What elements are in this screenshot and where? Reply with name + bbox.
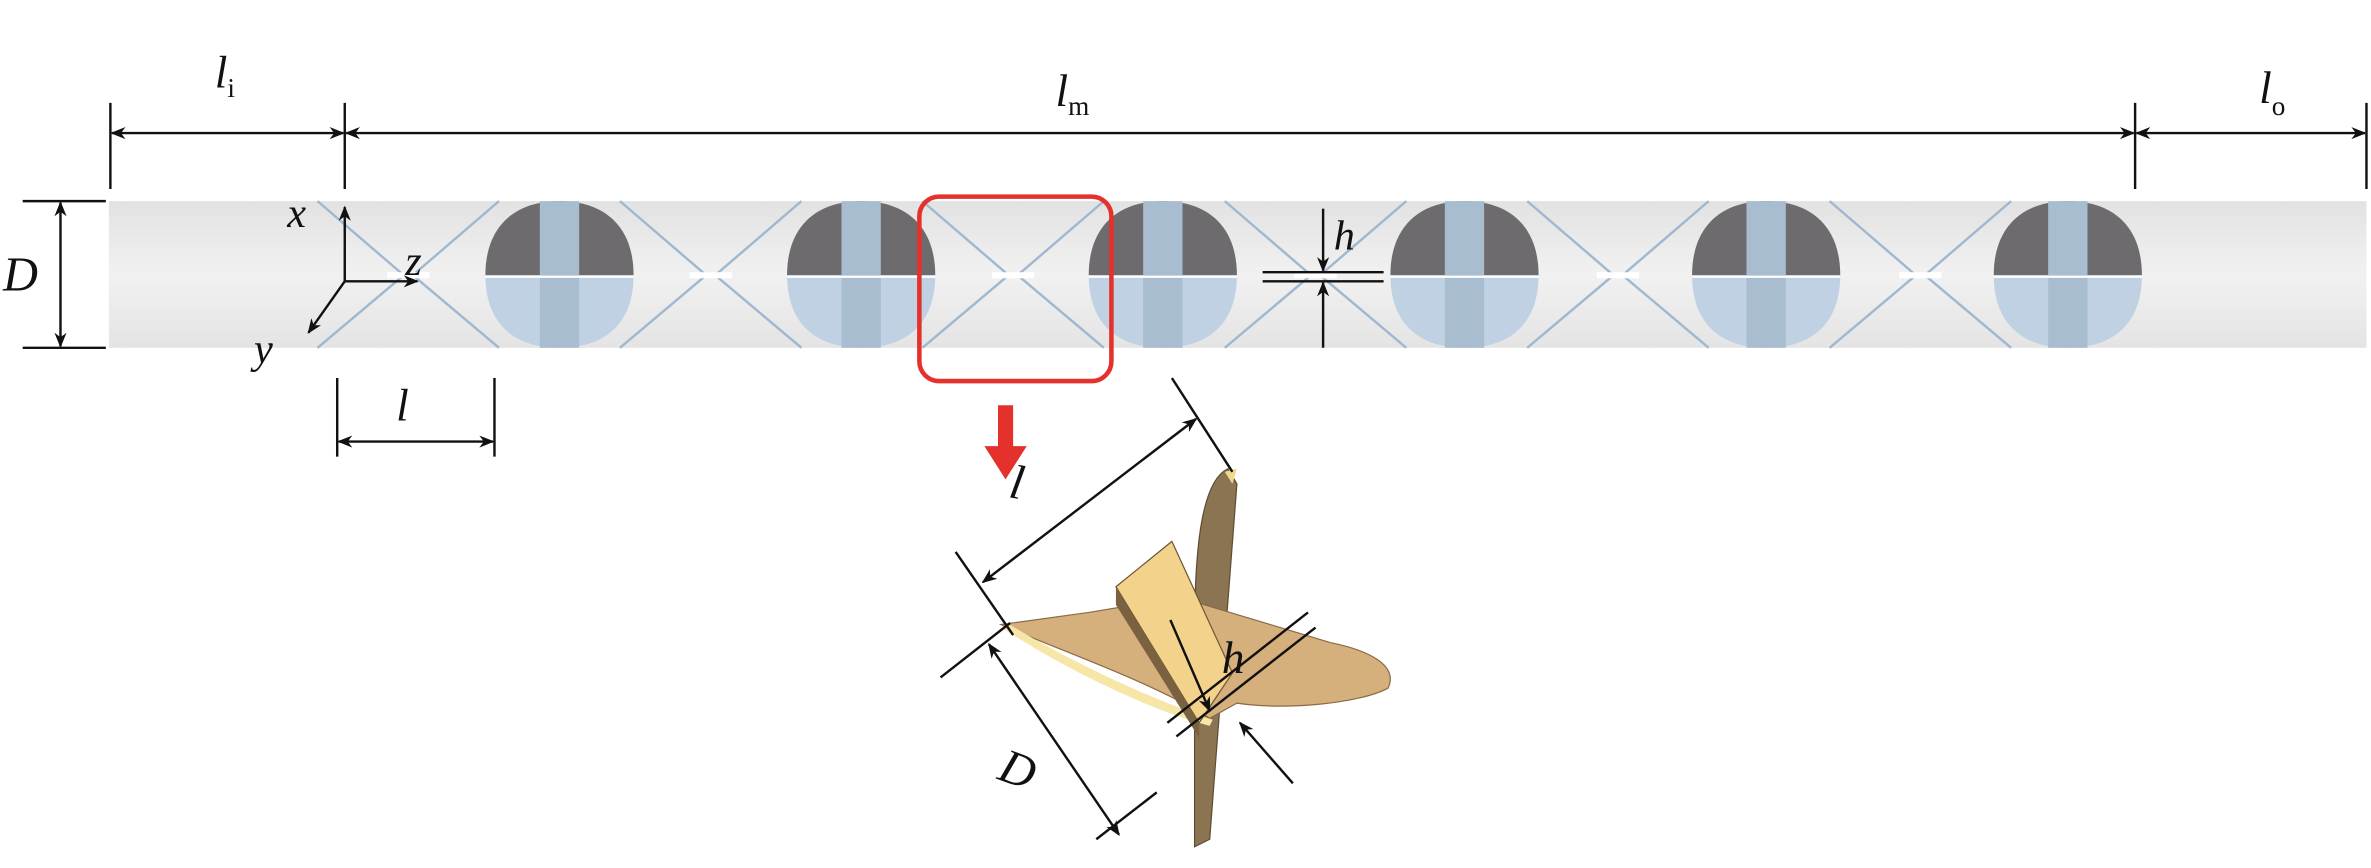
element-length-label: l [396,380,409,430]
mixer-dimensions [939,377,1317,841]
mixing-element [787,201,936,348]
blade-edge-pair [1526,200,1710,349]
mixing-element [1692,201,1841,348]
mixer-diameter-label: D [991,739,1043,801]
length-dimensions [109,102,2368,190]
diameter-dimension [22,199,106,350]
blade-edge-pair [1224,200,1408,349]
blade-edge-pair [921,200,1105,349]
pipe [108,201,2367,348]
mixing-element [485,201,634,348]
blade-edge-pair [1828,200,2012,349]
mixing-element [1993,201,2142,348]
thickness-label: h [1334,213,1355,260]
axis-x-label: x [286,190,306,237]
axis-z-label: z [404,238,421,285]
mixing-element [1088,201,1237,348]
outlet-length-label: lo [2259,63,2285,121]
diameter-label: D [2,248,38,301]
mixing-elements [485,201,2142,348]
mixer-thickness-label: h [1222,633,1245,683]
mixing-element [1390,201,1539,348]
mixing-length-label: lm [1055,66,1089,121]
element-length-dimension [335,378,496,457]
blade-edge-pair [619,200,803,349]
highlight-box [917,194,1114,384]
inlet-length-label: li [215,48,236,103]
coordinate-axes [307,205,419,334]
mixer-element-3d [998,467,1391,848]
thickness-dimension [1262,208,1384,348]
blade-edges [316,200,2012,349]
axis-y-label: y [250,326,273,373]
